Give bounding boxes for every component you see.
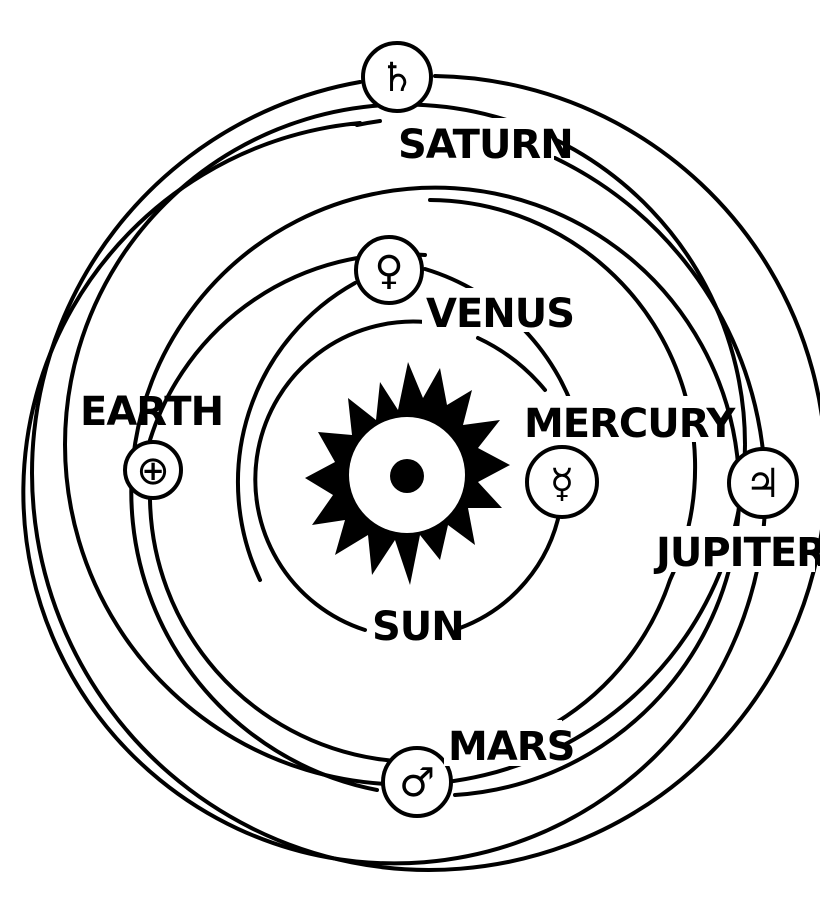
- saturn-orbit-outer: [30, 74, 820, 872]
- svg-text:♀: ♀: [374, 248, 403, 294]
- venus-symbol-icon: ♀: [354, 235, 424, 305]
- svg-text:☿: ☿: [550, 461, 575, 507]
- jupiter-orbit: [63, 102, 747, 787]
- svg-text:⊕: ⊕: [136, 448, 170, 494]
- venus-orbit-2: [235, 281, 357, 582]
- planet-labels: SATURN VENUS EARTH MERCURY JUPITER SUN M…: [80, 118, 820, 770]
- saturn-orbit-inner: [21, 119, 768, 866]
- mars-orbit: [129, 185, 742, 797]
- earth-symbol-icon: ⊕: [123, 440, 183, 500]
- jupiter-symbol-icon: ♃: [727, 447, 799, 519]
- svg-text:♄: ♄: [379, 55, 415, 101]
- sun-label: SUN: [372, 604, 464, 650]
- mercury-orbit-2: [458, 508, 562, 630]
- earth-orbit: [148, 198, 698, 764]
- orbits: [21, 74, 820, 872]
- mars-label: MARS: [448, 724, 574, 770]
- mercury-label: MERCURY: [524, 401, 736, 447]
- mercury-symbol-icon: ☿: [525, 445, 599, 519]
- venus-orbit-3: [476, 336, 547, 392]
- saturn-label: SATURN: [398, 122, 573, 168]
- mars-symbol-icon: ♂: [381, 746, 453, 818]
- mercury-orbit: [253, 319, 427, 632]
- earth-label: EARTH: [80, 389, 223, 435]
- jupiter-label: JUPITER: [653, 530, 820, 576]
- svg-text:♃: ♃: [745, 461, 781, 507]
- svg-text:♂: ♂: [399, 760, 435, 806]
- venus-label: VENUS: [426, 291, 574, 337]
- saturn-symbol-icon: ♄: [361, 41, 433, 113]
- planet-symbols: ♄ ♀ ⊕ ☿ ♃ ♂: [123, 41, 799, 818]
- sun-icon: [305, 362, 510, 585]
